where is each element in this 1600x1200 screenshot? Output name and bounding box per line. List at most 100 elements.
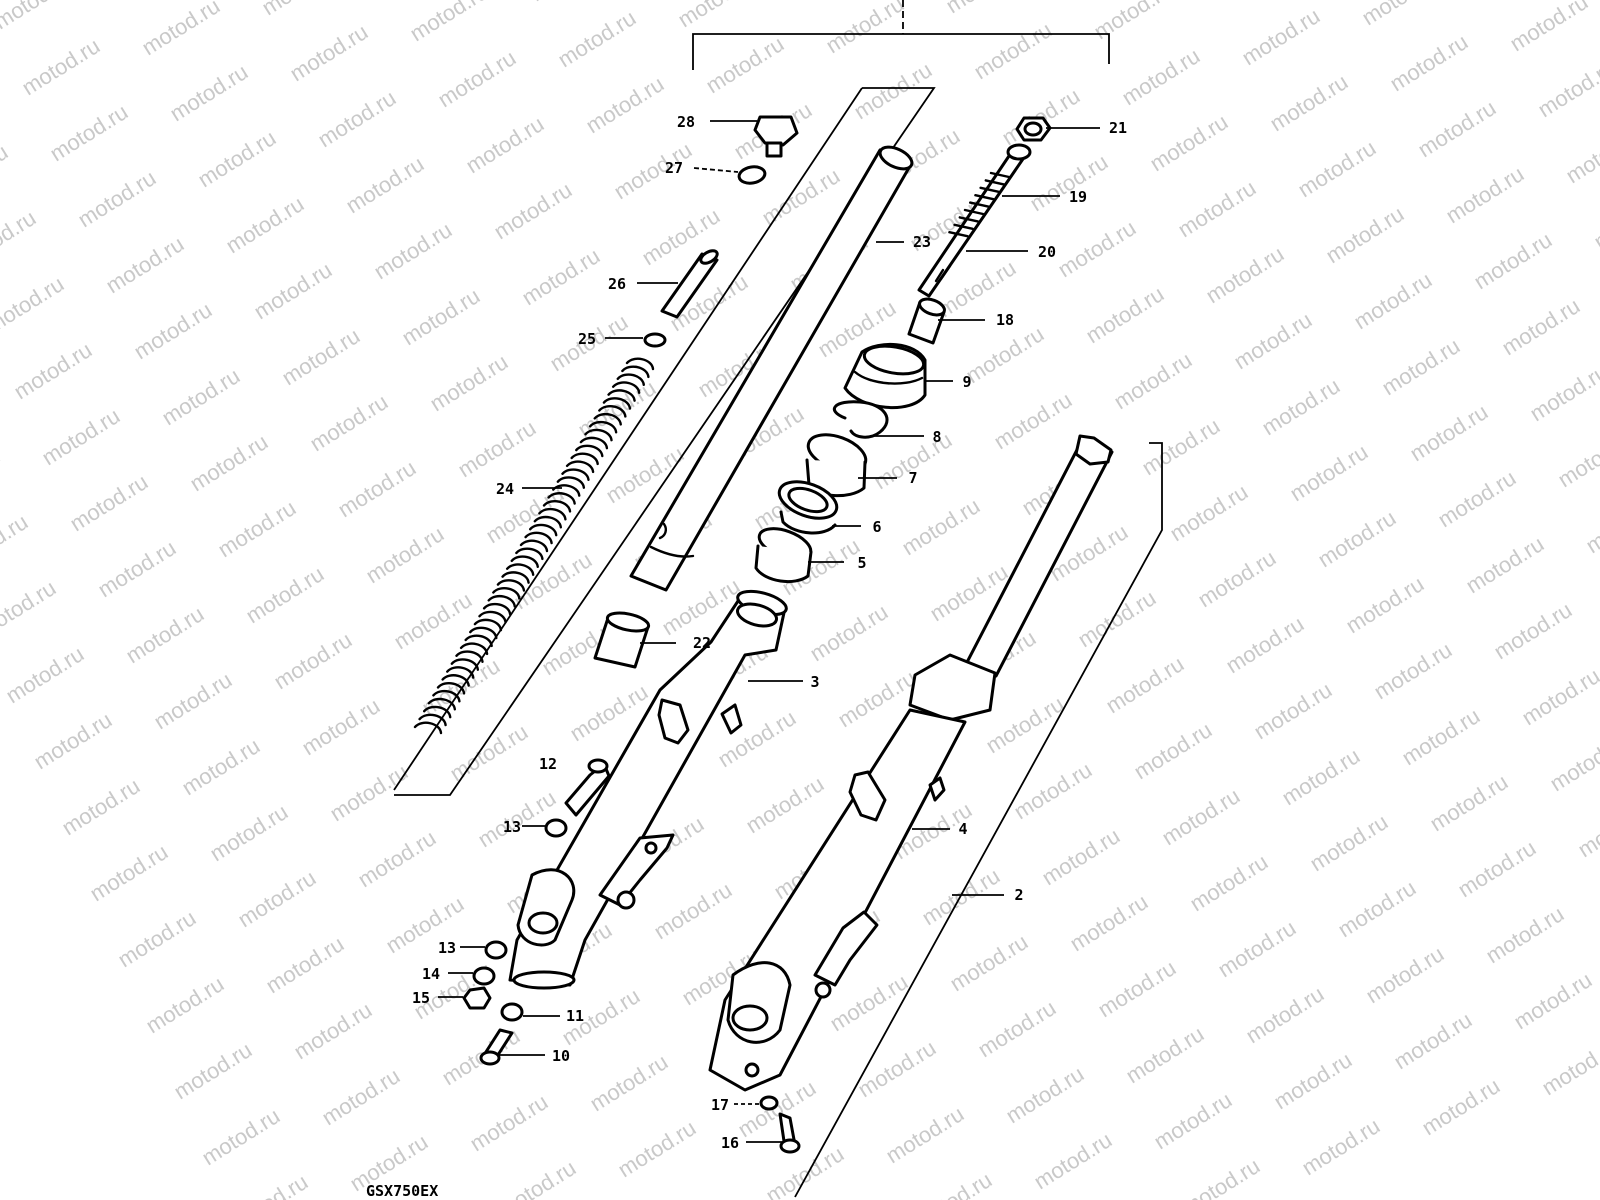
watermark-text: motod.ru xyxy=(1453,835,1540,902)
watermark-text: motod.ru xyxy=(113,905,200,972)
watermark-text: motod.ru xyxy=(305,389,392,456)
watermark-text: motod.ru xyxy=(389,587,476,654)
spring-washer xyxy=(643,332,667,348)
watermark-text: motod.ru xyxy=(1137,413,1224,480)
guide-bushing xyxy=(593,611,651,669)
watermark-text: motod.ru xyxy=(1509,967,1596,1034)
watermark-text: motod.ru xyxy=(1129,717,1216,784)
callout-7: 7 xyxy=(858,469,918,487)
callout-10: 10 xyxy=(497,1047,570,1065)
callout-label: 2 xyxy=(1014,886,1023,904)
watermark-text: motod.ru xyxy=(169,1037,256,1104)
callout-19: 19 xyxy=(1002,188,1087,206)
watermark-text: motod.ru xyxy=(1145,109,1232,176)
watermark-text: motod.ru xyxy=(1081,281,1168,348)
watermark-text: motod.ru xyxy=(433,45,520,112)
watermark-text: motod.ru xyxy=(1297,1113,1384,1180)
callout-16: 16 xyxy=(721,1134,782,1152)
callout-label: 6 xyxy=(872,518,881,536)
watermark-text: motod.ru xyxy=(1369,637,1456,704)
callout-15: 15 xyxy=(412,989,463,1007)
watermark-text: motod.ru xyxy=(553,5,640,72)
watermark-text: motod.ru xyxy=(1257,373,1344,440)
watermark-text: motod.ru xyxy=(1193,545,1280,612)
watermark-text: motod.ru xyxy=(1537,1033,1600,1100)
watermark-text: motod.ru xyxy=(1065,889,1152,956)
watermark-text: motod.ru xyxy=(1433,465,1520,532)
outer-tube-left xyxy=(508,589,788,990)
callout-label: 5 xyxy=(857,554,866,572)
watermark-text: motod.ru xyxy=(1461,531,1548,598)
watermark-text: motod.ru xyxy=(65,469,152,536)
watermark-text: motod.ru xyxy=(1229,307,1316,374)
fork-assembly-right xyxy=(708,434,1114,1092)
watermark-text: motod.ru xyxy=(193,125,280,192)
watermark-text: motod.ru xyxy=(909,1167,996,1200)
watermark-text: motod.ru xyxy=(1417,1073,1504,1140)
watermark-text: motod.ru xyxy=(1553,425,1600,492)
watermark-text: motod.ru xyxy=(85,839,172,906)
watermark-text: motod.ru xyxy=(1241,981,1328,1048)
watermark-text: motod.ru xyxy=(493,1155,580,1200)
callout-8: 8 xyxy=(870,428,942,446)
callout-13-lower: 13 xyxy=(438,939,485,957)
watermark-text: motod.ru xyxy=(1361,941,1448,1008)
callout-label: 17 xyxy=(711,1096,729,1114)
watermark-text: motod.ru xyxy=(165,59,252,126)
watermark-text: motod.ru xyxy=(325,759,412,826)
watermark-text: motod.ru xyxy=(941,0,1028,18)
bolt-16 xyxy=(778,1112,801,1154)
callout-label: 19 xyxy=(1069,188,1087,206)
watermark-text: motod.ru xyxy=(289,997,376,1064)
watermark-text: motod.ru xyxy=(37,403,124,470)
callout-label: 11 xyxy=(566,1007,584,1025)
watermark-text: motod.ru xyxy=(973,995,1060,1062)
callout-13-upper: 13 xyxy=(503,818,545,836)
watermark-text: motod.ru xyxy=(45,99,132,166)
watermark-text: motod.ru xyxy=(1357,0,1444,30)
watermark-text: motod.ru xyxy=(1073,585,1160,652)
o-ring xyxy=(737,165,767,185)
watermark-text: motod.ru xyxy=(0,205,40,272)
watermark-text: motod.ru xyxy=(1389,1007,1476,1074)
watermark-text: motod.ru xyxy=(185,429,272,496)
watermark-text: motod.ru xyxy=(673,0,760,32)
watermark-text: motod.ru xyxy=(805,599,892,666)
watermark-text: motod.ru xyxy=(897,493,984,560)
watermark-text: motod.ru xyxy=(613,1115,700,1182)
watermark-text: motod.ru xyxy=(353,825,440,892)
watermark-text: motod.ru xyxy=(1093,955,1180,1022)
watermark-text: motod.ru xyxy=(1413,95,1500,162)
callout-label: 20 xyxy=(1038,243,1056,261)
watermark-text: motod.ru xyxy=(1385,29,1472,96)
watermark-text: motod.ru xyxy=(1221,611,1308,678)
watermark-text: motod.ru xyxy=(525,0,612,6)
callout-21: 21 xyxy=(1046,119,1127,137)
watermark-text: motod.ru xyxy=(57,773,144,840)
watermark-text: motod.ru xyxy=(1269,1047,1356,1114)
watermark-text: motod.ru xyxy=(397,283,484,350)
watermark-text: motod.ru xyxy=(257,0,344,20)
rod-nut xyxy=(1015,116,1052,142)
retainer-ring xyxy=(805,433,868,498)
watermark-text: motod.ru xyxy=(1185,849,1272,916)
watermark-text: motod.ru xyxy=(0,509,32,576)
watermark-text: motod.ru xyxy=(821,0,908,58)
watermark-text: motod.ru xyxy=(1469,227,1556,294)
washer-17 xyxy=(759,1095,779,1111)
callout-label: 25 xyxy=(578,330,596,348)
watermark-text: motod.ru xyxy=(1249,677,1336,744)
callout-3: 3 xyxy=(748,673,820,691)
inner-tube xyxy=(629,145,914,592)
watermark-text: motod.ru xyxy=(1,641,88,708)
watermark-text: motod.ru xyxy=(73,165,160,232)
watermark-text: motod.ru xyxy=(989,387,1076,454)
watermark-text: motod.ru xyxy=(1237,3,1324,70)
watermark-text: motod.ru xyxy=(121,601,208,668)
guide-metal xyxy=(754,527,813,584)
watermark-text: motod.ru xyxy=(157,363,244,430)
watermark-text: motod.ru xyxy=(1573,795,1600,862)
callout-label: 9 xyxy=(962,373,971,391)
watermark-text: motod.ru xyxy=(17,33,104,100)
